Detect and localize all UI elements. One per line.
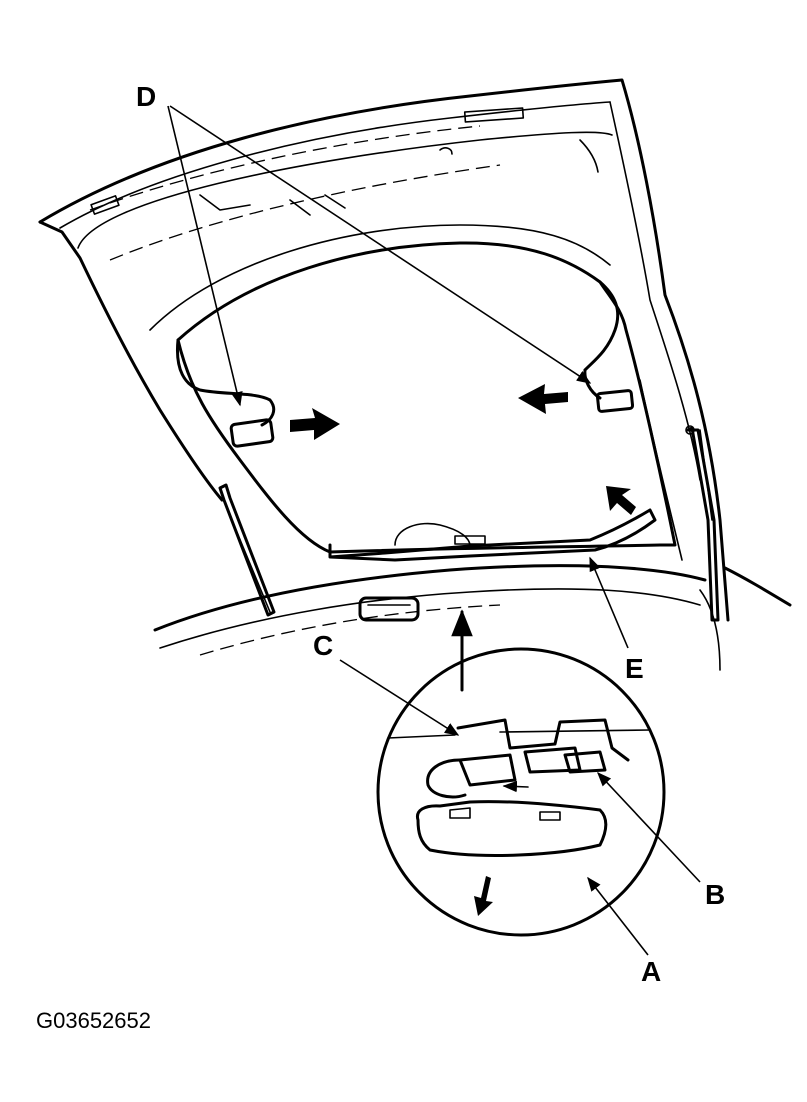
leader-a: [587, 876, 649, 956]
callout-b: B: [705, 879, 725, 910]
lower-trim-strip: [328, 508, 657, 562]
callout-e: E: [625, 653, 644, 684]
window-opening: [149, 224, 683, 561]
callout-d: D: [136, 81, 156, 112]
leader-lines: [167, 105, 701, 956]
detail-circle: [376, 647, 666, 937]
arrow-right-left-connector: [290, 408, 340, 440]
direction-arrows: [290, 384, 636, 515]
arrow-trim-up: [606, 486, 636, 515]
leader-c: [339, 659, 460, 736]
figure-id: G03652652: [36, 1008, 151, 1033]
tailgate-panel: [38, 78, 730, 622]
leader-e: [589, 556, 629, 649]
vehicle-body: [153, 564, 792, 671]
leader-d-right: [169, 105, 592, 384]
callout-c: C: [313, 630, 333, 661]
arrow-left-right-connector: [518, 384, 568, 414]
leader-b: [597, 771, 701, 883]
callout-a: A: [641, 956, 661, 987]
leader-d-left: [167, 105, 243, 407]
detail-arrow-left: [502, 780, 529, 793]
wire-harness-d: [175, 280, 635, 448]
detail-arrow-down: [474, 876, 493, 916]
gas-struts: [218, 425, 720, 622]
